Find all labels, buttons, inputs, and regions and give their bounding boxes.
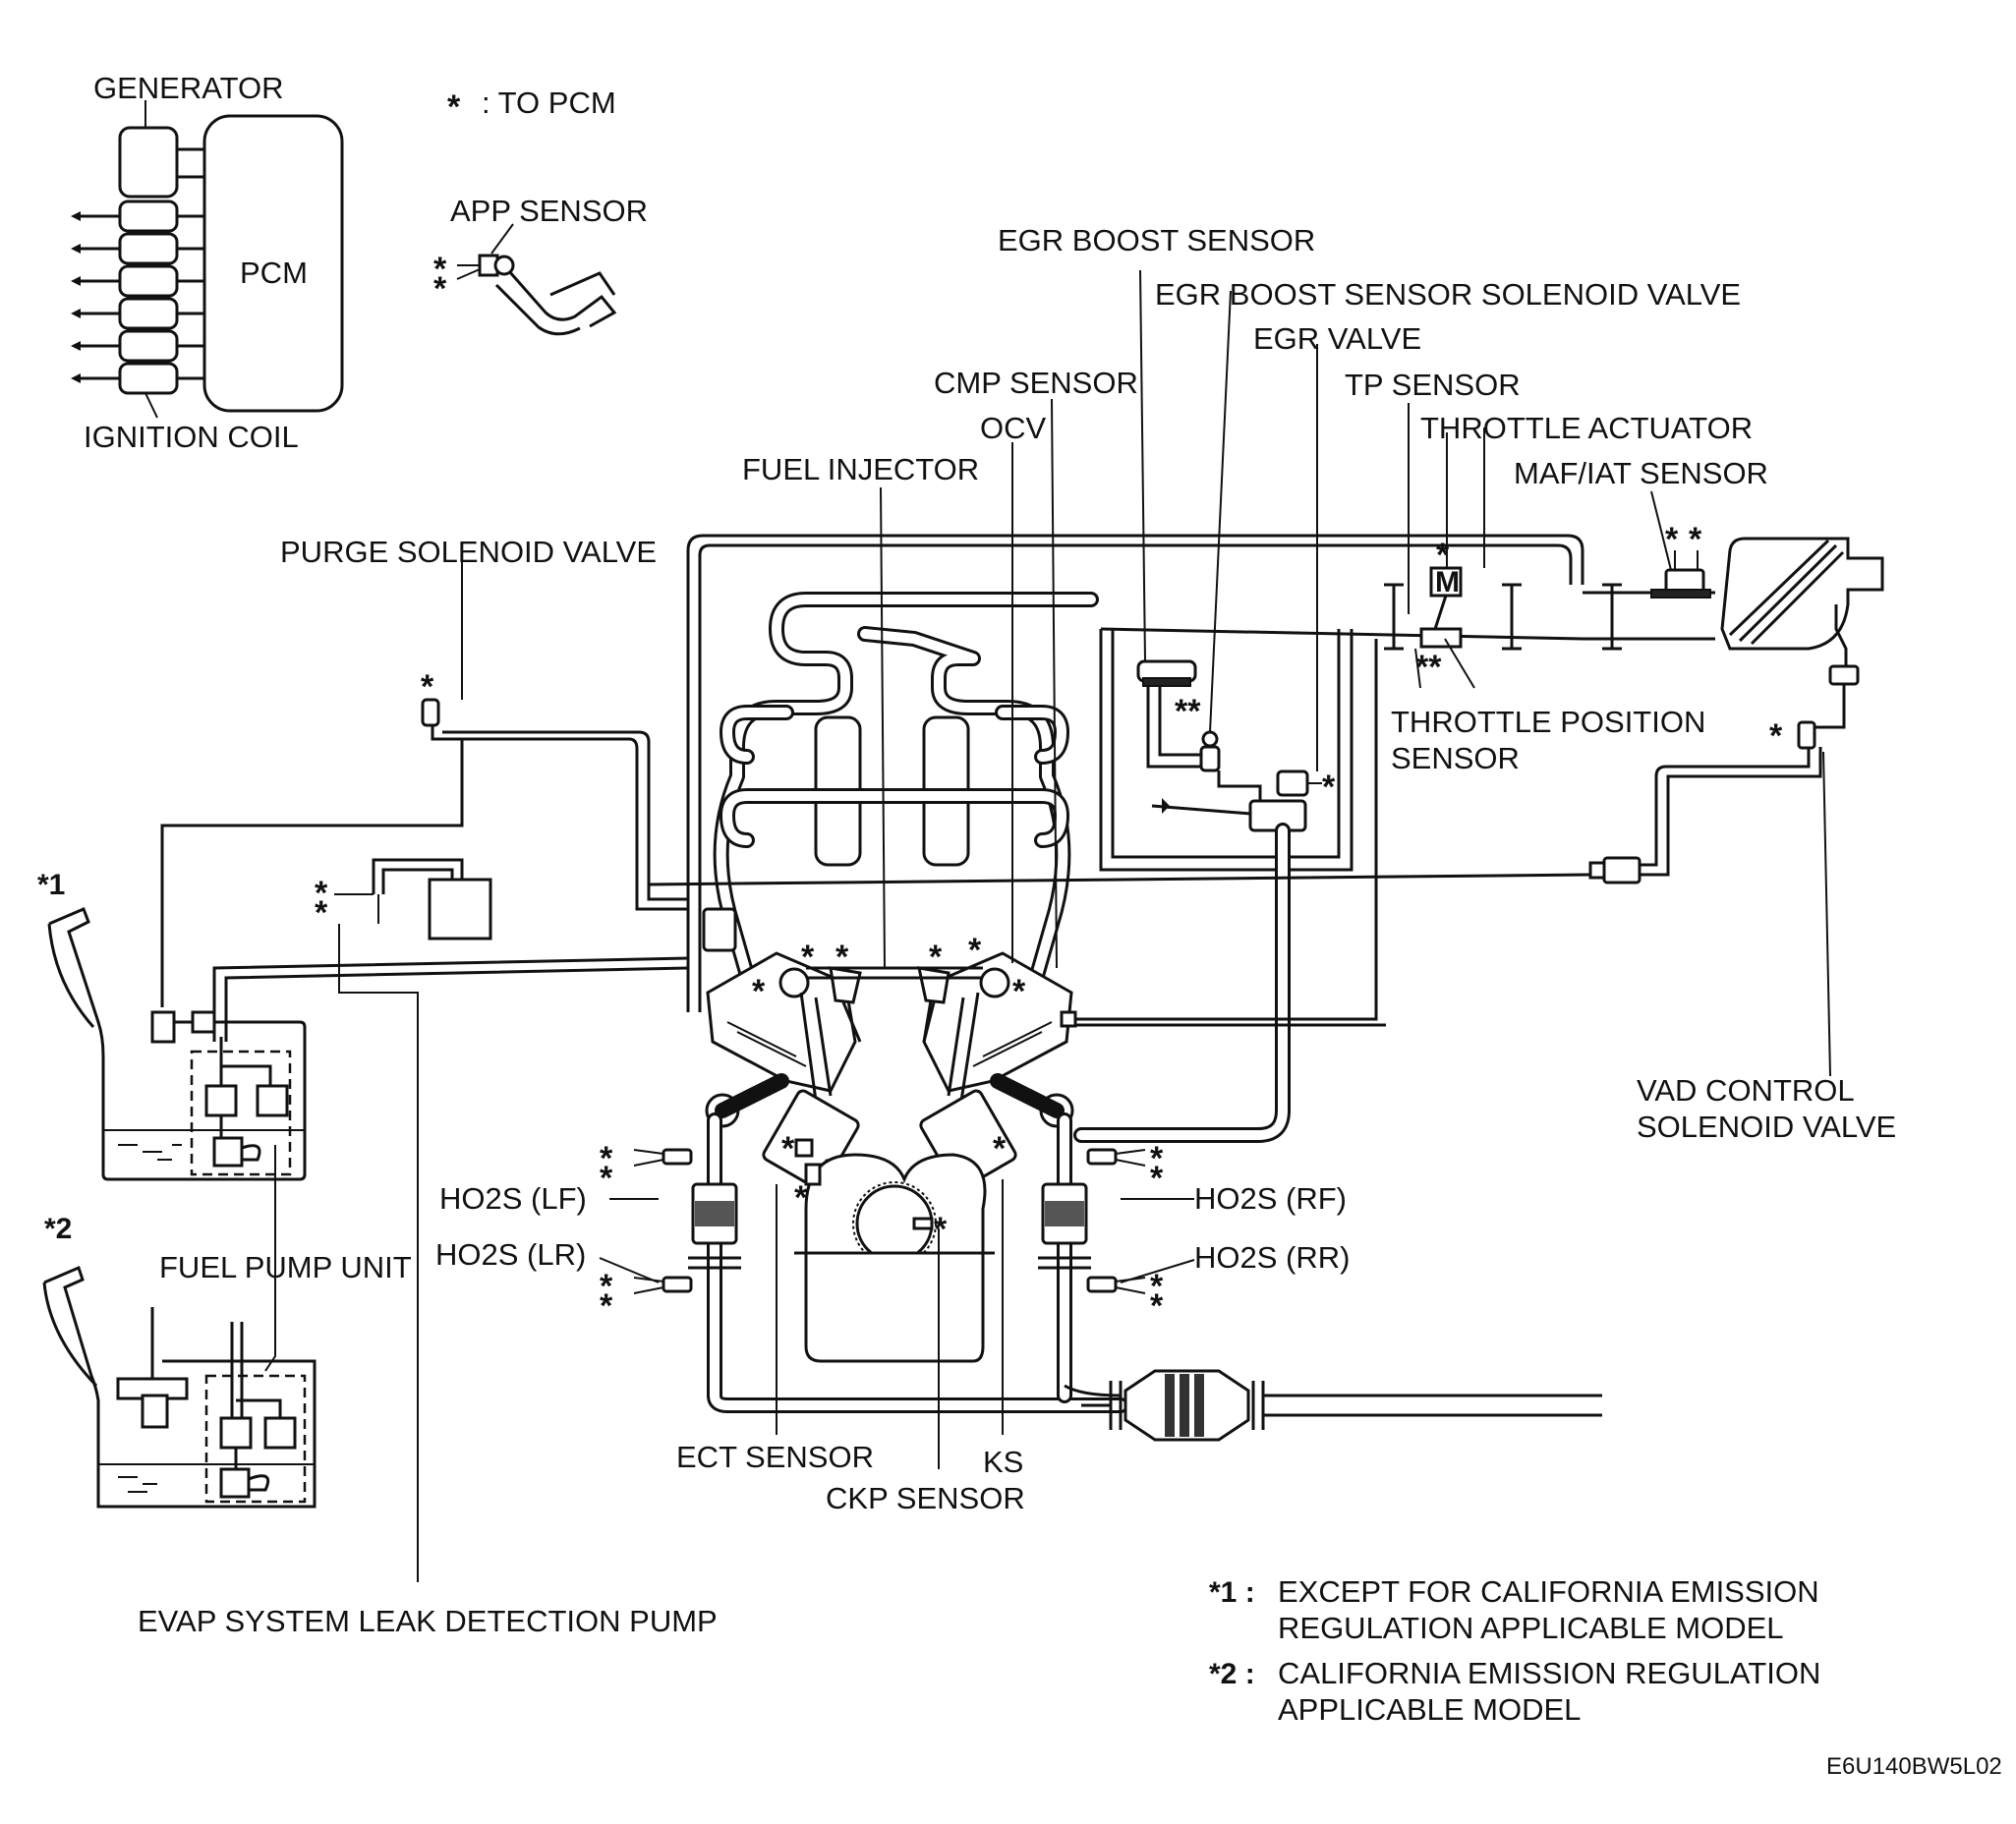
ect-sensor-label: ECT SENSOR [676,1440,874,1474]
intake-manifold [713,592,1099,1000]
ho2s-rf-label: HO2S (RF) [1194,1181,1347,1216]
svg-text:*: * [1689,521,1702,558]
ho2s-rf-sensor: ** [1086,1140,1164,1197]
tank-2-mark: *2 [44,1213,72,1245]
ks-label: KS [983,1445,1023,1479]
svg-text:*: * [1012,973,1026,1010]
svg-text:*: * [600,1268,613,1305]
svg-text:**: ** [1175,693,1201,730]
footnote-2-line2: APPLICABLE MODEL [1278,1692,1581,1727]
footnotes: *1 : EXCEPT FOR CALIFORNIA EMISSION REGU… [1209,1574,1820,1727]
intake-system: ** M * ** [686,403,1884,1012]
evap-pump-label: EVAP SYSTEM LEAK DETECTION PUMP [138,1604,718,1638]
tank-1-mark: *1 [37,869,65,901]
ignition-coil-label: IGNITION COIL [84,420,299,454]
svg-text:*: * [781,1130,795,1168]
svg-text:*: * [433,251,447,288]
ho2s-lr-sensor: ** [600,1268,693,1325]
ckp-sensor-label: CKP SENSOR [826,1481,1025,1515]
generator-box [118,126,179,199]
egr-boost-sensor-label: EGR BOOST SENSOR [998,223,1315,257]
fuel-tank-2: *2 [42,1213,317,1509]
egr-system: ** * [1073,290,1336,1143]
ho2s-rr-sensor: ** [1086,1268,1164,1325]
evap-system: * * * [160,542,737,1582]
fuel-injector-label: FUEL INJECTOR [742,452,979,486]
svg-text:*: * [421,668,434,706]
fuel-pump-unit-label: FUEL PUMP UNIT [159,1250,412,1284]
footnote-1-line1: EXCEPT FOR CALIFORNIA EMISSION [1278,1574,1819,1609]
vad-control-label-2: SOLENOID VALVE [1637,1110,1896,1144]
svg-text:*: * [315,875,328,912]
svg-text:*: * [1150,1160,1164,1197]
svg-text:*: * [934,1211,948,1248]
ho2s-lf-label: HO2S (LF) [439,1181,587,1216]
exhaust-system: ** ** ** ** [600,1112,1602,1442]
pcm-box [202,114,344,413]
leader-lines [599,269,1485,1469]
fuel-tank-1: *1 [37,869,307,1181]
svg-text:*: * [1150,1287,1164,1325]
generator-label: GENERATOR [93,71,284,105]
throttle-position-label-2: SENSOR [1391,741,1520,775]
figure-code: E6U140BW5L02 [1826,1753,2002,1780]
maf-iat-sensor-label: MAF/IAT SENSOR [1514,456,1768,490]
footnote-1-mark: *1 : [1209,1576,1255,1609]
throttle-position-label-1: THROTTLE POSITION [1391,705,1705,739]
ocv-label: OCV [980,411,1047,445]
ho2s-lr-label: HO2S (LR) [435,1237,586,1272]
svg-text:*: * [929,939,943,976]
cmp-sensor-label: CMP SENSOR [934,366,1138,400]
svg-text:*: * [1322,769,1336,806]
ho2s-rr-label: HO2S (RR) [1194,1240,1350,1275]
throttle-actuator-label: THROTTLE ACTUATOR [1420,411,1753,445]
vad-control-label-1: VAD CONTROL [1637,1073,1855,1108]
svg-text:*: * [1769,717,1783,755]
tp-sensor-label: TP SENSOR [1345,368,1521,402]
svg-text:*: * [835,939,849,976]
svg-text:*: * [1150,1268,1164,1305]
vad-system: * [648,604,1860,1077]
footnote-1-line2: REGULATION APPLICABLE MODEL [1278,1611,1784,1645]
purge-solenoid-label: PURGE SOLENOID VALVE [280,535,657,569]
svg-text:*: * [600,1160,613,1197]
app-sensor-pedal: * * APP SENSOR [433,194,648,336]
svg-text:*: * [1150,1140,1164,1177]
svg-text:*: * [752,973,766,1010]
svg-text:*: * [315,894,328,932]
egr-valve-label: EGR VALVE [1253,321,1421,356]
svg-text:*: * [1665,521,1679,558]
svg-text:*: * [801,939,815,976]
pcm-label: PCM [240,256,308,290]
pcm-block: GENERATOR PCM IGNITION COIL [71,71,344,454]
footnote-2-line1: CALIFORNIA EMISSION REGULATION [1278,1656,1820,1690]
svg-text:*: * [600,1287,613,1325]
ho2s-lf-sensor: ** [600,1140,693,1197]
footnote-2-mark: *2 : [1209,1658,1255,1690]
legend-text: : TO PCM [482,86,616,120]
egr-boost-solenoid-label: EGR BOOST SENSOR SOLENOID VALVE [1155,277,1741,312]
legend-asterisk: * [447,88,461,126]
svg-text:*: * [433,270,447,308]
svg-text:*: * [600,1140,613,1177]
component-labels: EGR BOOST SENSOR EGR BOOST SENSOR SOLENO… [138,223,1896,1638]
svg-text:*: * [968,932,982,969]
svg-text:M: M [1435,566,1460,598]
svg-text:*: * [993,1130,1007,1168]
svg-text:*: * [794,1179,808,1217]
app-sensor-label: APP SENSOR [450,194,648,228]
ignition-coil-stack [71,200,204,395]
